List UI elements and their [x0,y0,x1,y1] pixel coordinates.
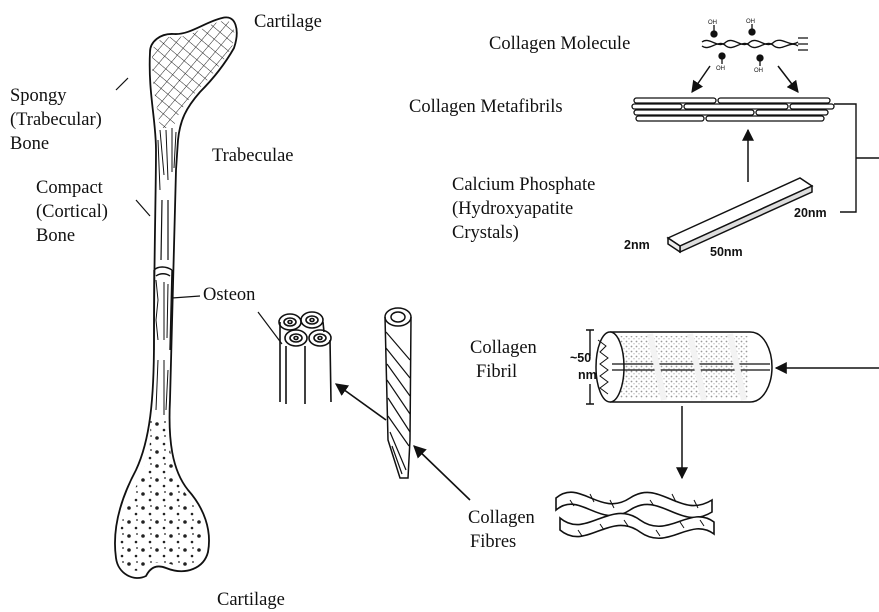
oh-group-3: OH [716,66,725,72]
osteon-bundle [258,312,331,404]
distal-streaks [156,360,168,415]
crystal-width-label: 20nm [794,206,827,220]
label-collagen-molecule: Collagen Molecule [489,33,630,56]
label-collagen-fibres-line1: Collagen [468,507,535,530]
fibril-diameter-value: ~50 [570,351,591,365]
crystal-thickness-label: 2nm [624,238,650,252]
label-compact-bone-line2: (Cortical) [36,201,108,224]
osteon-pointer [172,296,200,298]
collagen-metafibrils-graphic [632,98,834,121]
label-spongy-bone-line2: (Trabecular) [10,109,102,132]
label-spongy-bone-line1: Spongy [10,85,67,108]
spongy-pointer [116,78,128,90]
lamellae-cylinder [385,308,411,478]
label-collagen-fibril-line1: Collagen [470,337,537,360]
molecule-arrow-left [692,66,710,92]
fibril-diameter-unit: nm [578,368,597,382]
collagen-fibres-graphic [556,492,714,538]
osteon-label-line [258,312,282,344]
oh-group-1: OH [708,20,717,26]
hierarchy-bracket [834,104,879,212]
label-osteon: Osteon [203,284,255,307]
oh-group-4: OH [754,68,763,74]
fibre-to-osteon-arrow [336,384,386,420]
label-cartilage-bottom: Cartilage [217,589,285,612]
trabecular-streaks [158,128,176,190]
label-trabeculae: Trabeculae [212,145,294,168]
label-collagen-fibril-line2: Fibril [476,361,517,384]
oh-group-2: OH [746,19,755,25]
label-compact-bone-line3: Bone [36,225,75,248]
label-cartilage-top: Cartilage [254,11,322,34]
medullary-canal [161,200,168,260]
crystal-length-label: 50nm [710,245,743,259]
fibril-dimension-bar [586,330,594,404]
compact-pointer [136,200,150,216]
label-calcium-phosphate-line3: Crystals) [452,222,519,245]
label-calcium-phosphate-line1: Calcium Phosphate [452,174,595,197]
molecule-arrow-right [778,66,798,92]
label-calcium-phosphate-line2: (Hydroxyapatite [452,198,573,221]
label-collagen-fibres-line2: Fibres [470,531,516,554]
label-spongy-bone-line3: Bone [10,133,49,156]
hydroxyapatite-crystal [668,178,812,252]
osteon-cut-hatching [156,280,168,340]
collagen-fibril-graphic [596,332,772,402]
spongy-head-lattice [152,21,234,128]
label-compact-bone-line1: Compact [36,177,103,200]
collagen-molecule-graphic [702,24,808,66]
label-collagen-metafibrils: Collagen Metafibrils [409,96,563,119]
fibres-to-lamellae-arrow [414,446,470,500]
